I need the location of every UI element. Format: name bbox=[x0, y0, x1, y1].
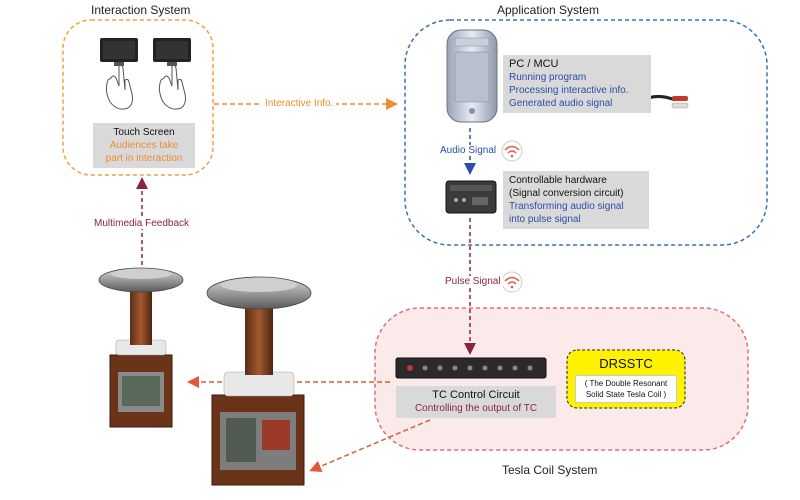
hardware-desc-2: into pulse signal bbox=[509, 214, 581, 225]
touch-screen-desc-1: Audiences take bbox=[109, 140, 179, 151]
drsstc-desc-2: Solid State Tesla Coil ) bbox=[585, 390, 667, 399]
pc-mcu-line-3: Generated audio signal bbox=[509, 98, 613, 109]
drsstc-title: DRSSTC bbox=[599, 356, 653, 371]
audio-signal-label: Audio Signal bbox=[438, 145, 499, 156]
interactive-info-label: Interactive Info. bbox=[262, 98, 337, 109]
audio-signal-icon bbox=[501, 140, 523, 162]
tc-control-circuit-icon bbox=[395, 357, 547, 379]
pc-mcu-title: PC / MCU bbox=[509, 58, 559, 70]
touch-screen-caption: Touch Screen Audiences take part in inte… bbox=[93, 123, 195, 168]
interaction-system-title: Interaction System bbox=[91, 3, 191, 17]
tesla-coil-right-image bbox=[206, 276, 312, 486]
hardware-desc-1: Transforming audio signal bbox=[509, 201, 624, 212]
touch-screen-left-icon bbox=[100, 38, 138, 110]
pulse-signal-label: Pulse Signal bbox=[443, 276, 503, 287]
pc-mcu-line-2: Processing interactive info. bbox=[509, 85, 629, 96]
drsstc-caption: DRSSTC ( The Double Resonant Solid State… bbox=[567, 356, 685, 403]
drsstc-desc-1: ( The Double Resonant bbox=[584, 379, 668, 388]
tesla-coil-system-title: Tesla Coil System bbox=[502, 463, 598, 477]
hardware-title-1: Controllable hardware bbox=[509, 175, 607, 186]
tesla-coil-left-image bbox=[98, 267, 184, 428]
tc-control-caption: TC Control Circuit Controlling the outpu… bbox=[396, 386, 556, 418]
pc-tower-icon bbox=[446, 29, 498, 123]
drsstc-desc-box: ( The Double Resonant Solid State Tesla … bbox=[575, 375, 677, 403]
tc-control-desc: Controlling the output of TC bbox=[414, 403, 538, 414]
controllable-hardware-caption: Controllable hardware (Signal conversion… bbox=[503, 171, 649, 229]
hardware-title-2: (Signal conversion circuit) bbox=[509, 188, 624, 199]
controllable-hardware-icon bbox=[445, 180, 497, 214]
touch-screen-desc-2: part in interaction bbox=[105, 153, 183, 164]
pc-mcu-caption: PC / MCU Running program Processing inte… bbox=[503, 55, 651, 113]
tc-control-title: TC Control Circuit bbox=[432, 389, 520, 401]
application-system-title: Application System bbox=[497, 3, 600, 17]
tesla-coil-system-region bbox=[374, 307, 749, 451]
multimedia-feedback-label: Multimedia Feedback bbox=[92, 218, 192, 229]
tc-output-arrow-2 bbox=[309, 419, 431, 473]
pulse-signal-icon bbox=[501, 271, 523, 293]
touch-screen-right-icon bbox=[153, 38, 191, 110]
pc-mcu-line-1: Running program bbox=[509, 72, 587, 83]
touch-screen-title: Touch Screen bbox=[113, 127, 175, 138]
